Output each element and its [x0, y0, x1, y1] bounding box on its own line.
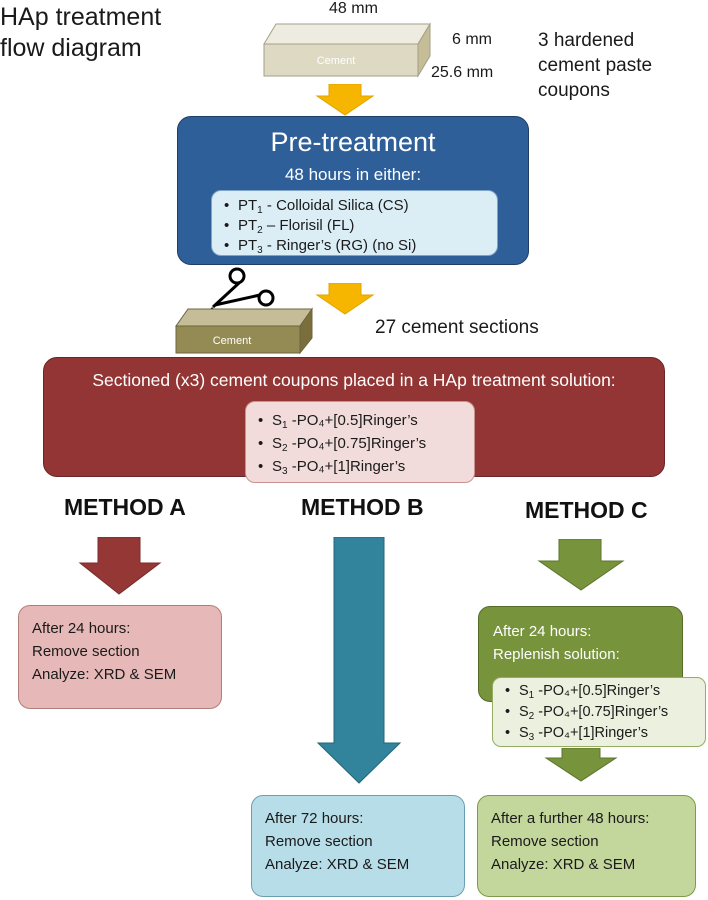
method-a-line: After 24 hours: — [32, 620, 131, 637]
solution-option: S2 -PO₄+[0.75]Ringer’s — [501, 702, 668, 723]
pretreatment-box: Pre-treatment 48 hours in either: PT1 - … — [177, 116, 529, 265]
method-a-line: Remove section — [32, 643, 140, 660]
method-b-line: After 72 hours: — [265, 810, 364, 827]
method-c-line: Analyze: XRD & SEM — [491, 856, 636, 873]
pretreatment-option: PT2 – Florisil (FL) — [220, 216, 416, 236]
coupon-note-line-1: 3 hardened — [538, 30, 635, 51]
section-label: Cement — [213, 335, 252, 347]
treatment-solution-title: Sectioned (x3) cement coupons placed in … — [92, 370, 616, 390]
method-a-result-box: After 24 hours: Remove section Analyze: … — [18, 605, 222, 709]
method-c-step-line: Replenish solution: — [493, 646, 620, 663]
method-c-solution-options: S1 -PO₄+[0.5]Ringer’s S2 -PO₄+[0.75]Ring… — [492, 677, 706, 747]
coupon-length-label: 48 mm — [329, 0, 378, 17]
diagram-title-line-1: HAp treatment — [0, 3, 162, 31]
pretreatment-subtitle: 48 hours in either: — [284, 165, 422, 184]
flow-arrow-2 — [315, 283, 375, 315]
method-c-step-line: After 24 hours: — [493, 623, 592, 640]
method-c-line: Remove section — [491, 833, 599, 850]
method-c-arrow-1 — [537, 539, 625, 591]
treatment-solution-box: Sectioned (x3) cement coupons placed in … — [43, 357, 665, 483]
coupon-width-label: 25.6 mm — [431, 64, 494, 81]
method-b-result-box: After 72 hours: Remove section Analyze: … — [251, 795, 465, 897]
pretreatment-option: PT3 - Ringer’s (RG) (no Si) — [220, 236, 416, 256]
method-b-line: Analyze: XRD & SEM — [265, 856, 410, 873]
solution-option: S1 -PO₄+[0.5]Ringer’s — [501, 681, 668, 702]
method-b-arrow — [316, 537, 402, 784]
treatment-solution-options: S1 -PO₄+[0.5]Ringer’s S2 -PO₄+[0.75]Ring… — [245, 401, 475, 483]
coupon-label: Cement — [317, 55, 356, 67]
method-b-label: METHOD B — [301, 494, 424, 520]
coupon-note-line-3: coupons — [538, 80, 610, 101]
method-a-label: METHOD A — [64, 494, 186, 520]
solution-option: S3 -PO₄+[1]Ringer’s — [501, 723, 668, 744]
method-c-label: METHOD C — [525, 497, 648, 523]
cement-coupon-block: Cement — [263, 22, 431, 78]
method-c-arrow-2 — [544, 748, 618, 782]
sections-note: 27 cement sections — [375, 317, 539, 338]
flow-arrow-1 — [315, 84, 375, 116]
solution-option: S1 -PO₄+[0.5]Ringer’s — [254, 409, 426, 432]
solution-option: S3 -PO₄+[1]Ringer’s — [254, 455, 426, 478]
method-a-arrow — [78, 537, 162, 595]
pretreatment-title: Pre-treatment — [270, 127, 436, 157]
method-a-line: Analyze: XRD & SEM — [32, 666, 177, 683]
solution-option: S2 -PO₄+[0.75]Ringer’s — [254, 432, 426, 455]
cement-section-block: Cement — [175, 307, 313, 355]
method-c-line: After a further 48 hours: — [491, 810, 650, 827]
pretreatment-options: PT1 - Colloidal Silica (CS) PT2 – Floris… — [211, 190, 498, 256]
method-c-result-box: After a further 48 hours: Remove section… — [477, 795, 696, 897]
coupon-height-label: 6 mm — [452, 31, 492, 48]
coupon-note-line-2: cement paste — [538, 55, 653, 76]
method-b-line: Remove section — [265, 833, 373, 850]
diagram-title-line-2: flow diagram — [0, 34, 142, 62]
pretreatment-option: PT1 - Colloidal Silica (CS) — [220, 196, 416, 216]
